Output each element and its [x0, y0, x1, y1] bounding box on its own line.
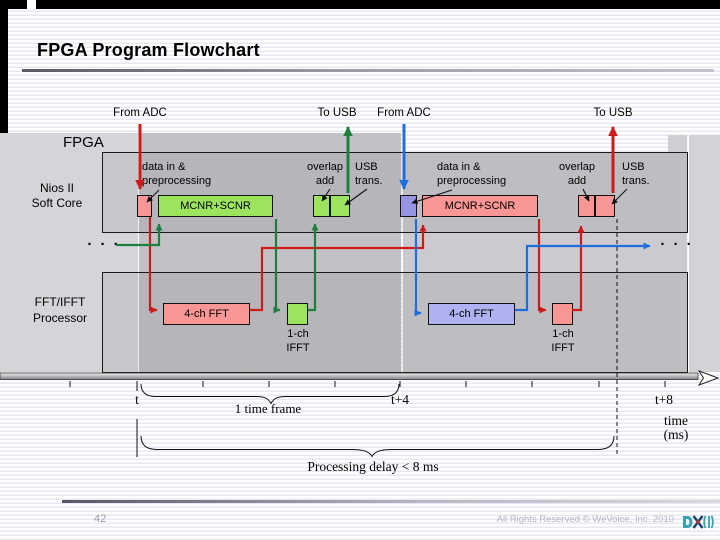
fft-processor-label: FFT/IFFT Processor [32, 295, 88, 325]
copyright-text: All Rights Reserved © WeVoice, Inc. 2010 [496, 514, 674, 525]
processing-delay-label: Processing delay < 8 ms [307, 459, 439, 474]
to-usb-label-1: To USB [317, 107, 357, 119]
tick-label-t8: t+8 [654, 392, 674, 407]
overlap-add-box-1 [313, 195, 330, 217]
title-underline [22, 69, 714, 72]
overlap-add-label-1: overlap add [306, 161, 344, 187]
continuation-dots-right: · · · [660, 236, 694, 253]
fpga-area-right-top [668, 135, 687, 152]
time-frame-label: 1 time frame [234, 401, 302, 416]
nios-soft-core-label: Nios II Soft Core [31, 181, 83, 210]
page-title: FPGA Program Flowchart [37, 40, 260, 60]
mcnr-scnr-box-1: MCNR+SCNR [158, 195, 273, 217]
column-seam [138, 133, 139, 372]
from-adc-label-1: From ADC [113, 107, 167, 119]
data-in-box-1 [137, 195, 152, 217]
footer-divider [62, 500, 720, 503]
overlap-add-label-2: overlap add [558, 161, 596, 187]
tick-label-t4: t+4 [390, 392, 410, 407]
top-bar-notch [27, 0, 36, 9]
column-seam [688, 135, 689, 372]
axis-arrow-icon [697, 370, 720, 386]
usb-trans-label-1: USB trans. [355, 161, 383, 187]
ifft-box-2 [552, 303, 573, 325]
fpga-area-left-column [0, 133, 138, 372]
tick-label-t: t [135, 392, 139, 407]
wevoice-logo [683, 515, 714, 529]
usb-trans-box-1 [330, 195, 350, 217]
to-usb-label-2: To USB [593, 107, 633, 119]
ifft-label-1: 1-ch IFFT [286, 328, 310, 354]
continuation-dots-left: · · · [87, 236, 121, 253]
mcnr-scnr-box-2: MCNR+SCNR [422, 195, 538, 217]
usb-trans-label-2: USB trans. [622, 161, 650, 187]
fpga-area-right-column [689, 135, 720, 372]
ifft-box-1 [287, 303, 308, 325]
data-in-label-2: data in & preprocessing [437, 161, 507, 187]
usb-trans-box-2 [595, 195, 615, 217]
data-in-label-1: data in & preprocessing [142, 161, 212, 187]
fpga-label: FPGA [63, 134, 104, 151]
fft-box-2: 4-ch FFT [428, 303, 515, 325]
top-black-bar [0, 0, 720, 9]
ifft-label-2: 1-ch IFFT [551, 328, 575, 354]
axis-unit-label: time (ms) [663, 413, 689, 442]
page-number: 42 [94, 513, 107, 525]
overlap-add-box-2 [578, 195, 595, 217]
fft-box-1: 4-ch FFT [163, 303, 250, 325]
processing-delay-brace [140, 435, 615, 458]
from-adc-label-2: From ADC [377, 107, 431, 119]
data-in-box-2 [400, 195, 417, 217]
left-black-bar [0, 0, 8, 133]
